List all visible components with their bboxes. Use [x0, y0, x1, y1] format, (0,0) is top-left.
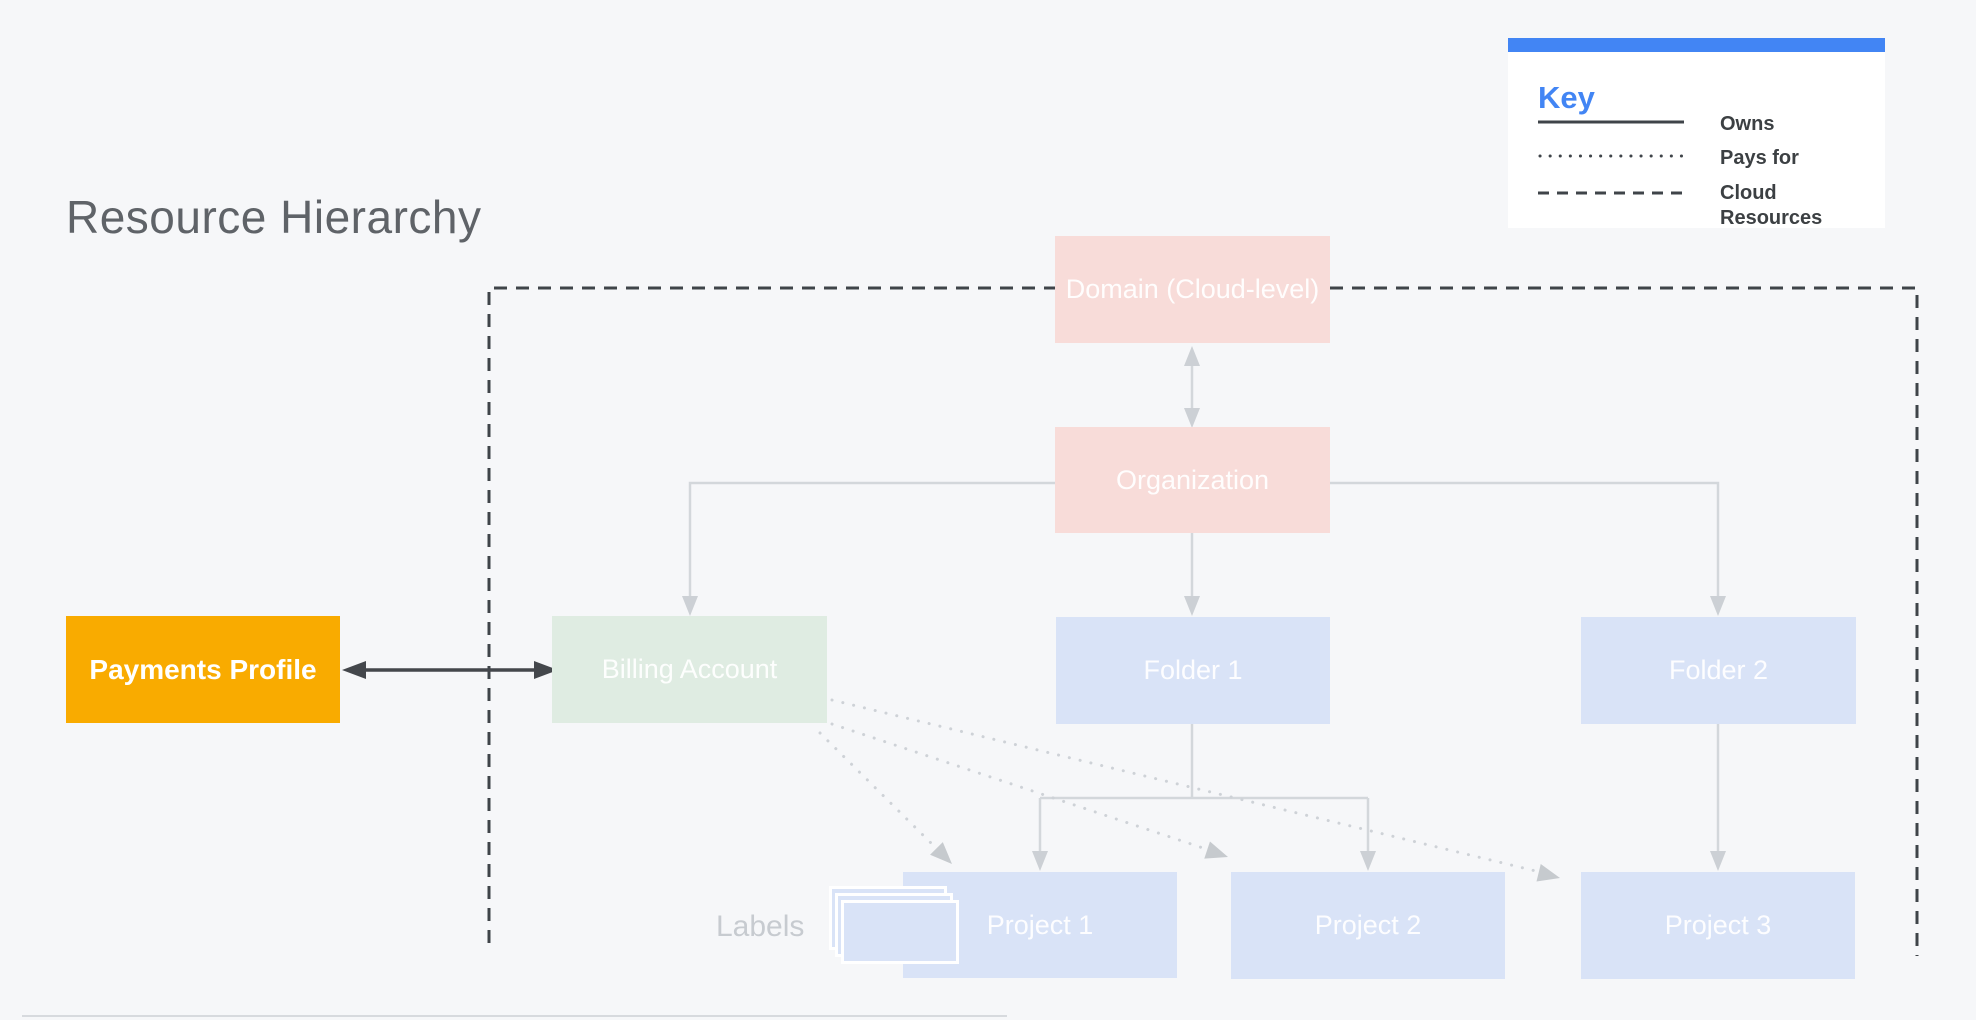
node-organization: Organization — [1055, 427, 1330, 533]
node-folder-2-label: Folder 2 — [1668, 655, 1769, 685]
solid-line-icon — [1538, 120, 1684, 124]
dotted-line-icon — [1538, 154, 1684, 158]
node-payments-profile-label: Payments Profile — [89, 653, 317, 685]
legend-pays-for-label: Pays for — [1720, 147, 1799, 169]
node-domain-label: Domain (Cloud-level) — [1065, 274, 1320, 304]
dashed-line-icon — [1538, 191, 1684, 195]
node-project-2: Project 2 — [1231, 872, 1505, 979]
page-title: Resource Hierarchy — [66, 191, 482, 243]
payments-billing-connector — [342, 661, 558, 679]
labels-caption: Labels — [716, 910, 805, 943]
owns-connectors — [688, 362, 1720, 853]
node-billing-account: Billing Account — [552, 616, 827, 723]
labels-stack-icon — [829, 886, 979, 970]
owns-arrowheads — [682, 346, 1726, 871]
pays-for-connectors — [818, 698, 1546, 875]
legend: Key Owns Pays for Cloud Resources — [1508, 38, 1885, 229]
node-folder-1: Folder 1 — [1056, 617, 1330, 724]
node-domain: Domain (Cloud-level) — [1055, 236, 1330, 343]
legend-cloud-resources-label: Cloud Resources — [1720, 182, 1823, 229]
node-project-3-label: Project 3 — [1664, 910, 1772, 940]
node-folder-1-label: Folder 1 — [1143, 655, 1243, 685]
legend-title: Key — [1538, 80, 1595, 115]
bottom-edge-line — [22, 1015, 1007, 1017]
node-folder-2: Folder 2 — [1581, 617, 1856, 724]
node-organization-label: Organization — [1115, 464, 1270, 495]
label-card-front — [841, 900, 959, 964]
node-project-2-label: Project 2 — [1314, 910, 1422, 940]
pays-for-arrowheads — [930, 841, 1560, 882]
node-project-1-label: Project 1 — [986, 909, 1094, 940]
node-billing-account-label: Billing Account — [601, 654, 778, 684]
node-payments-profile: Payments Profile — [66, 616, 340, 723]
legend-accent-bar — [1508, 38, 1885, 52]
node-project-3: Project 3 — [1581, 872, 1855, 979]
legend-owns-label: Owns — [1720, 113, 1775, 135]
